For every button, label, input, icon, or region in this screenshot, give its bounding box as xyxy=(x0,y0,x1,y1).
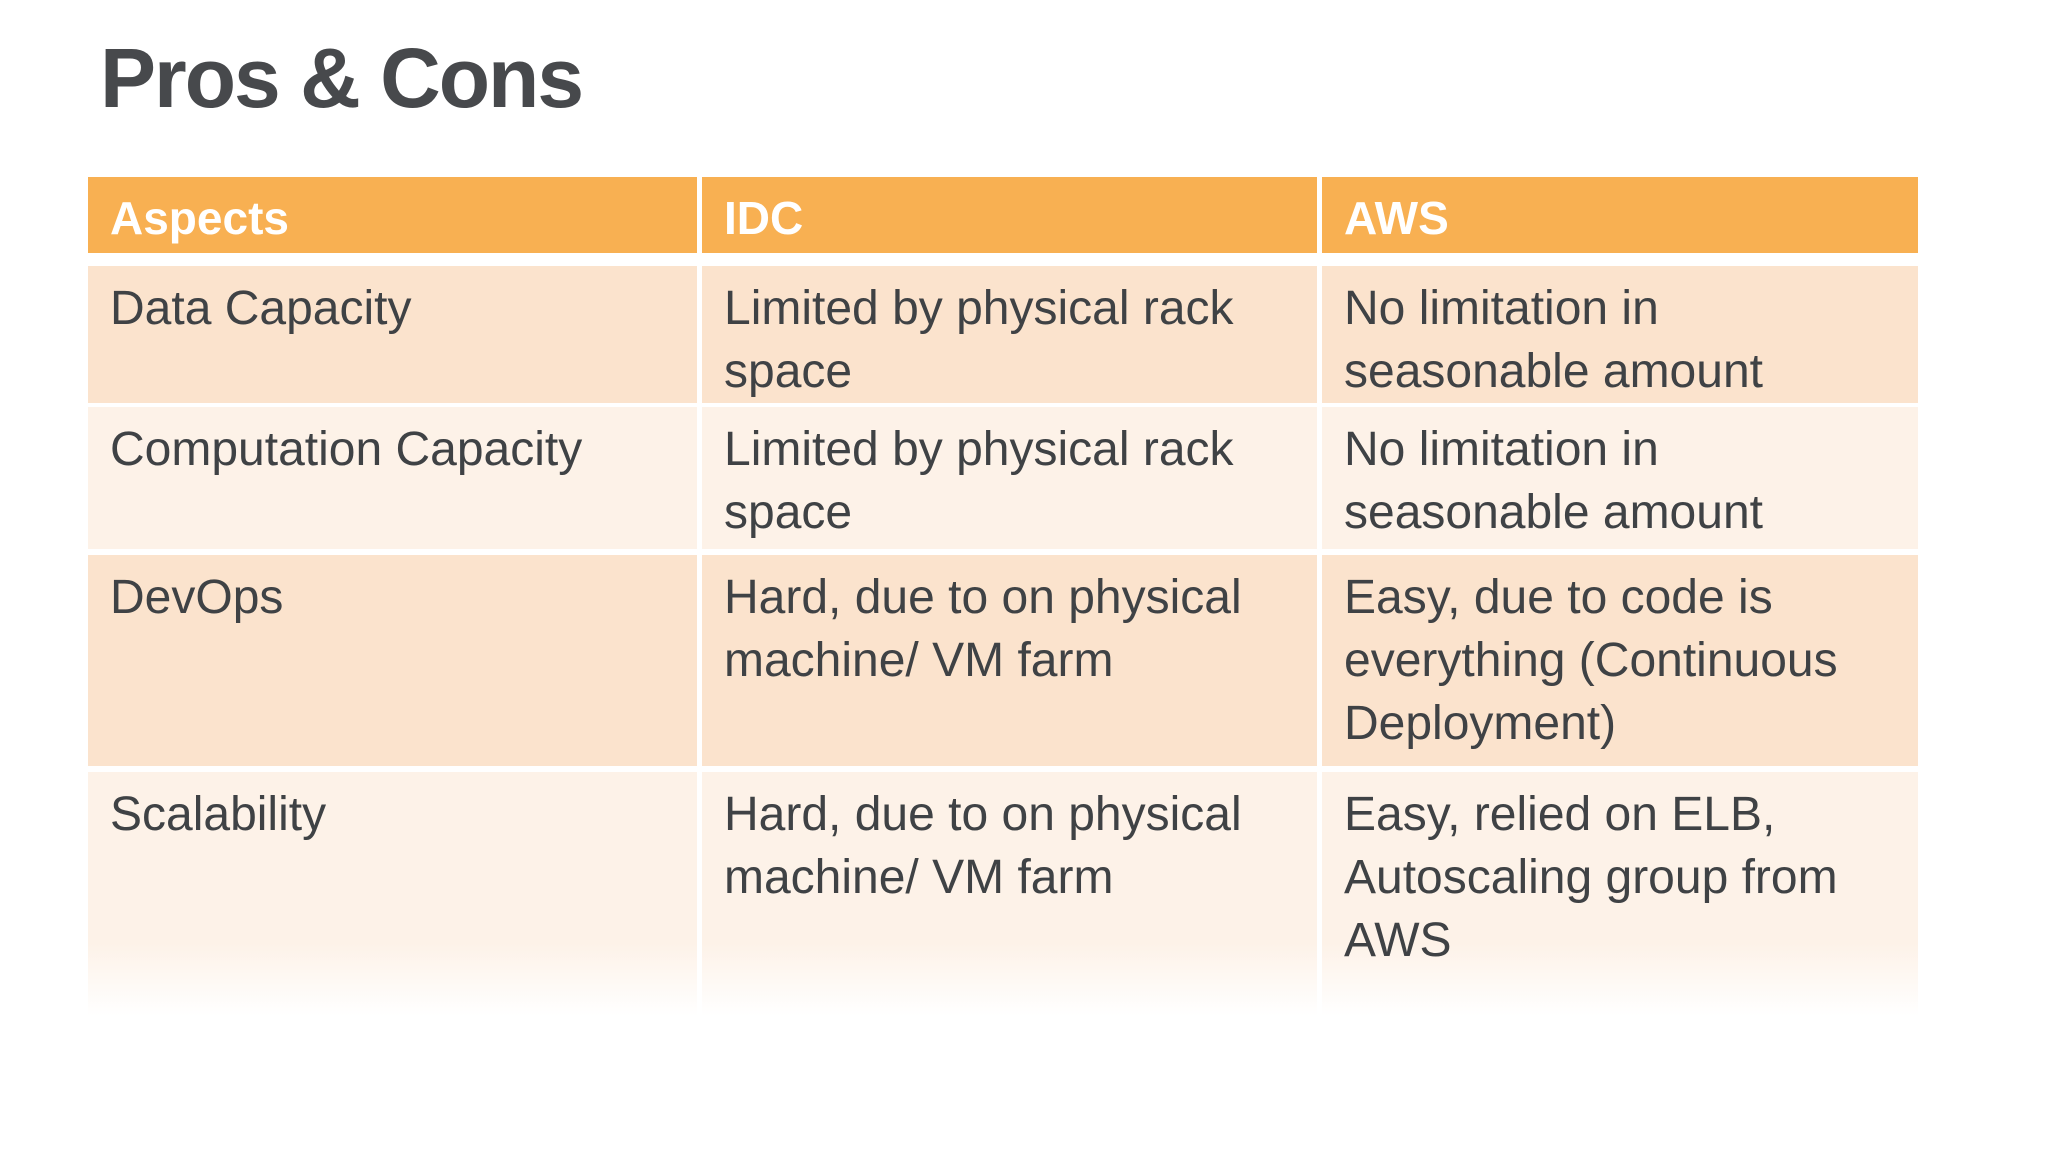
header-cell-aws: AWS xyxy=(1322,177,1918,253)
cell-idc: Limited by physical rack space xyxy=(702,266,1317,403)
cell-aws: Easy, due to code is everything (Continu… xyxy=(1322,555,1918,766)
cell-idc: Limited by physical rack space xyxy=(702,407,1317,549)
cell-idc: Hard, due to on physical machine/ VM far… xyxy=(702,772,1317,1016)
table-header-row: Aspects IDC AWS xyxy=(88,177,1918,253)
header-cell-idc: IDC xyxy=(702,177,1317,253)
cell-aws: No limitation in seasonable amount xyxy=(1322,266,1918,403)
cell-aws: Easy, relied on ELB, Autoscaling group f… xyxy=(1322,772,1918,1016)
cell-aspect: Computation Capacity xyxy=(88,407,697,549)
header-cell-aspects: Aspects xyxy=(88,177,697,253)
pros-cons-table: Aspects IDC AWS Data Capacity Limited by… xyxy=(88,177,1918,1016)
table-row: Data Capacity Limited by physical rack s… xyxy=(88,266,1918,403)
cell-idc: Hard, due to on physical machine/ VM far… xyxy=(702,555,1317,766)
cell-aspect: Data Capacity xyxy=(88,266,697,403)
table-row: Scalability Hard, due to on physical mac… xyxy=(88,772,1918,1016)
table-row: DevOps Hard, due to on physical machine/… xyxy=(88,555,1918,766)
cell-aspect: DevOps xyxy=(88,555,697,766)
slide-title: Pros & Cons xyxy=(100,31,584,125)
table-row: Computation Capacity Limited by physical… xyxy=(88,407,1918,549)
cell-aspect: Scalability xyxy=(88,772,697,1016)
cell-aws: No limitation in seasonable amount xyxy=(1322,407,1918,549)
